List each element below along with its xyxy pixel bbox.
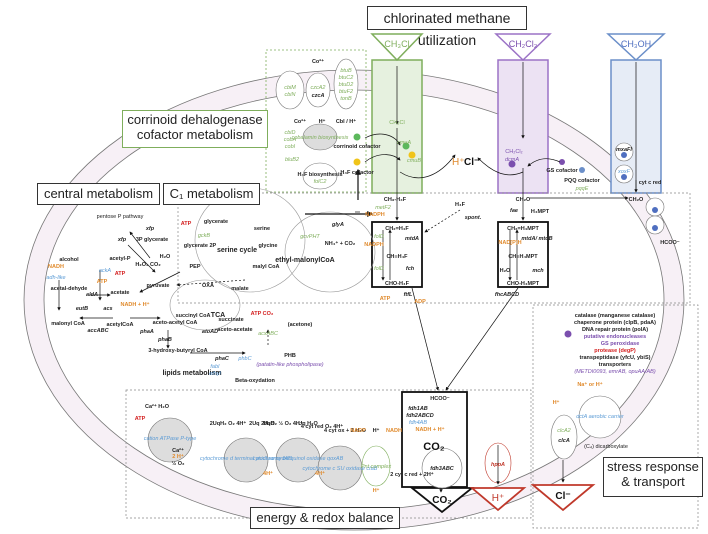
cl-output (530, 484, 596, 512)
title-energy-redox: energy & redox balance (250, 507, 400, 529)
title-chlorinated-methane: chlorinated methane utilization (367, 6, 527, 48)
ethylmalonyl-loop (284, 211, 376, 293)
tca-loop (169, 279, 241, 331)
membrane-proteins (147, 58, 665, 491)
stress-region (532, 304, 699, 529)
h4mpt-box (497, 221, 549, 288)
c1-region (177, 192, 691, 304)
title-stress-transport: stress response & transport (603, 457, 703, 497)
reaction-arrows (57, 128, 638, 493)
fdh-box (401, 391, 468, 488)
title-central-metabolism: central metabolism (37, 183, 160, 205)
cofactor-dots (353, 133, 658, 338)
ch3oh-column (606, 33, 666, 194)
hplus-output (469, 487, 527, 512)
energy-region (125, 389, 532, 519)
h4f-box (371, 221, 423, 288)
title-c1-metabolism: C₁ metabolism (163, 183, 260, 205)
title-corrinoid: corrinoid dehalogenase cofactor metaboli… (122, 110, 268, 148)
